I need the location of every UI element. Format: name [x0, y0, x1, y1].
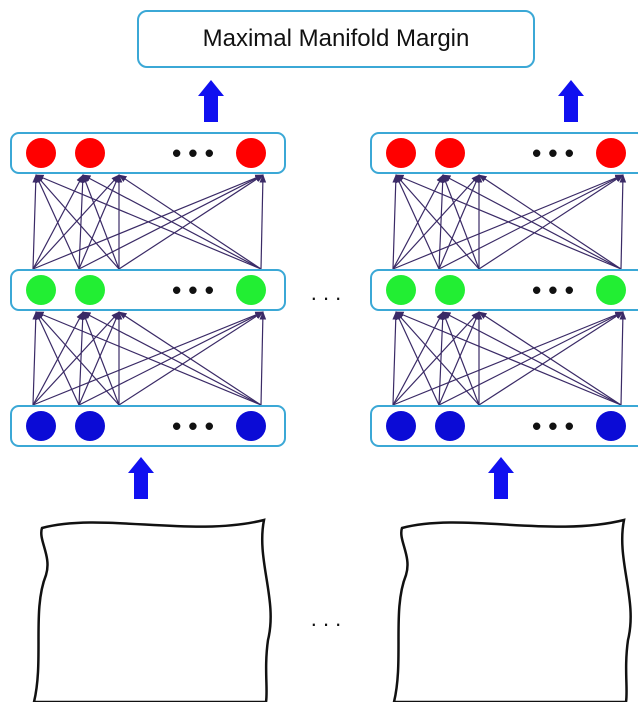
- connection-edge: [35, 311, 120, 406]
- connection-edge: [82, 311, 120, 406]
- connection-edge: [392, 311, 400, 406]
- connection-edge: [392, 311, 480, 406]
- connection-edge: [395, 311, 480, 406]
- ellipsis-middle: • • •: [172, 275, 214, 305]
- neuron-bottom: [596, 411, 626, 441]
- connection-edge: [259, 174, 267, 270]
- ellipsis-bottom: • • •: [532, 411, 574, 441]
- ellipsis-top: • • •: [172, 138, 214, 168]
- connection-edge: [35, 311, 80, 406]
- connection-edge: [118, 174, 262, 270]
- up-arrow-from-input: [128, 457, 154, 499]
- connection-edge: [32, 311, 40, 406]
- connection-edge: [78, 311, 87, 406]
- neuron-bottom: [26, 411, 56, 441]
- connection-edge: [35, 174, 80, 270]
- layer-box-bottom: [370, 405, 638, 447]
- neuron-middle: [75, 275, 105, 305]
- input-manifold-1: [392, 518, 632, 702]
- connection-edge: [32, 174, 40, 270]
- neuron-nodes: [26, 138, 626, 441]
- text-labels: • • • • • • • • • • • • • • • • • • . . . . . .: [172, 138, 574, 631]
- connection-edge: [32, 174, 120, 270]
- connection-edge: [78, 174, 87, 270]
- connection-edge: [118, 311, 262, 406]
- neuron-middle: [596, 275, 626, 305]
- up-arrow-to-objective: [558, 80, 584, 122]
- ellipsis-top: • • •: [532, 138, 574, 168]
- neuron-bottom: [75, 411, 105, 441]
- connection-edge: [478, 311, 622, 406]
- up-arrow-to-objective: [198, 80, 224, 122]
- connection-edge: [35, 311, 262, 406]
- connection-edge: [392, 174, 400, 270]
- neuron-bottom: [386, 411, 416, 441]
- neuron-middle: [435, 275, 465, 305]
- connection-edge: [438, 174, 447, 270]
- connection-edge: [259, 311, 267, 406]
- objective-title: Maximal Manifold Margin: [202, 25, 470, 52]
- connection-edge: [442, 311, 622, 406]
- flow-arrows: [128, 80, 584, 499]
- network-ellipsis: . . .: [311, 280, 342, 305]
- connection-edge: [478, 174, 622, 270]
- connection-edge: [619, 311, 627, 406]
- connection-edge: [619, 174, 627, 270]
- edge-layer: [32, 174, 627, 406]
- neuron-middle: [386, 275, 416, 305]
- neuron-bottom: [435, 411, 465, 441]
- connection-edge: [392, 174, 480, 270]
- connection-edge: [82, 174, 120, 270]
- neuron-top: [75, 138, 105, 168]
- input-manifold-0: [32, 518, 272, 702]
- neuron-top: [596, 138, 626, 168]
- connection-edge: [395, 174, 440, 270]
- connection-edge: [395, 174, 480, 270]
- connection-edge: [82, 174, 262, 270]
- neuron-top: [435, 138, 465, 168]
- neuron-middle: [26, 275, 56, 305]
- objective-box: Maximal Manifold Margin: [137, 10, 535, 68]
- neuron-middle: [236, 275, 266, 305]
- layer-box-middle: [370, 269, 638, 311]
- neuron-top: [26, 138, 56, 168]
- connection-edge: [442, 311, 480, 406]
- connection-edge: [395, 174, 622, 270]
- layer-box-top: [370, 132, 638, 174]
- up-arrow-from-input: [488, 457, 514, 499]
- connection-edge: [35, 174, 262, 270]
- connection-edge: [35, 174, 120, 270]
- ellipsis-bottom: • • •: [172, 411, 214, 441]
- face-manifolds: [32, 518, 632, 702]
- neuron-top: [236, 138, 266, 168]
- manifold-ellipsis: . . .: [311, 606, 342, 631]
- connection-edge: [395, 311, 440, 406]
- neuron-top: [386, 138, 416, 168]
- connection-edge: [82, 311, 262, 406]
- ellipsis-middle: • • •: [532, 275, 574, 305]
- connection-edge: [442, 174, 622, 270]
- connection-edge: [438, 311, 447, 406]
- connection-edge: [442, 174, 480, 270]
- connection-edge: [32, 311, 120, 406]
- neuron-bottom: [236, 411, 266, 441]
- connection-edge: [395, 311, 622, 406]
